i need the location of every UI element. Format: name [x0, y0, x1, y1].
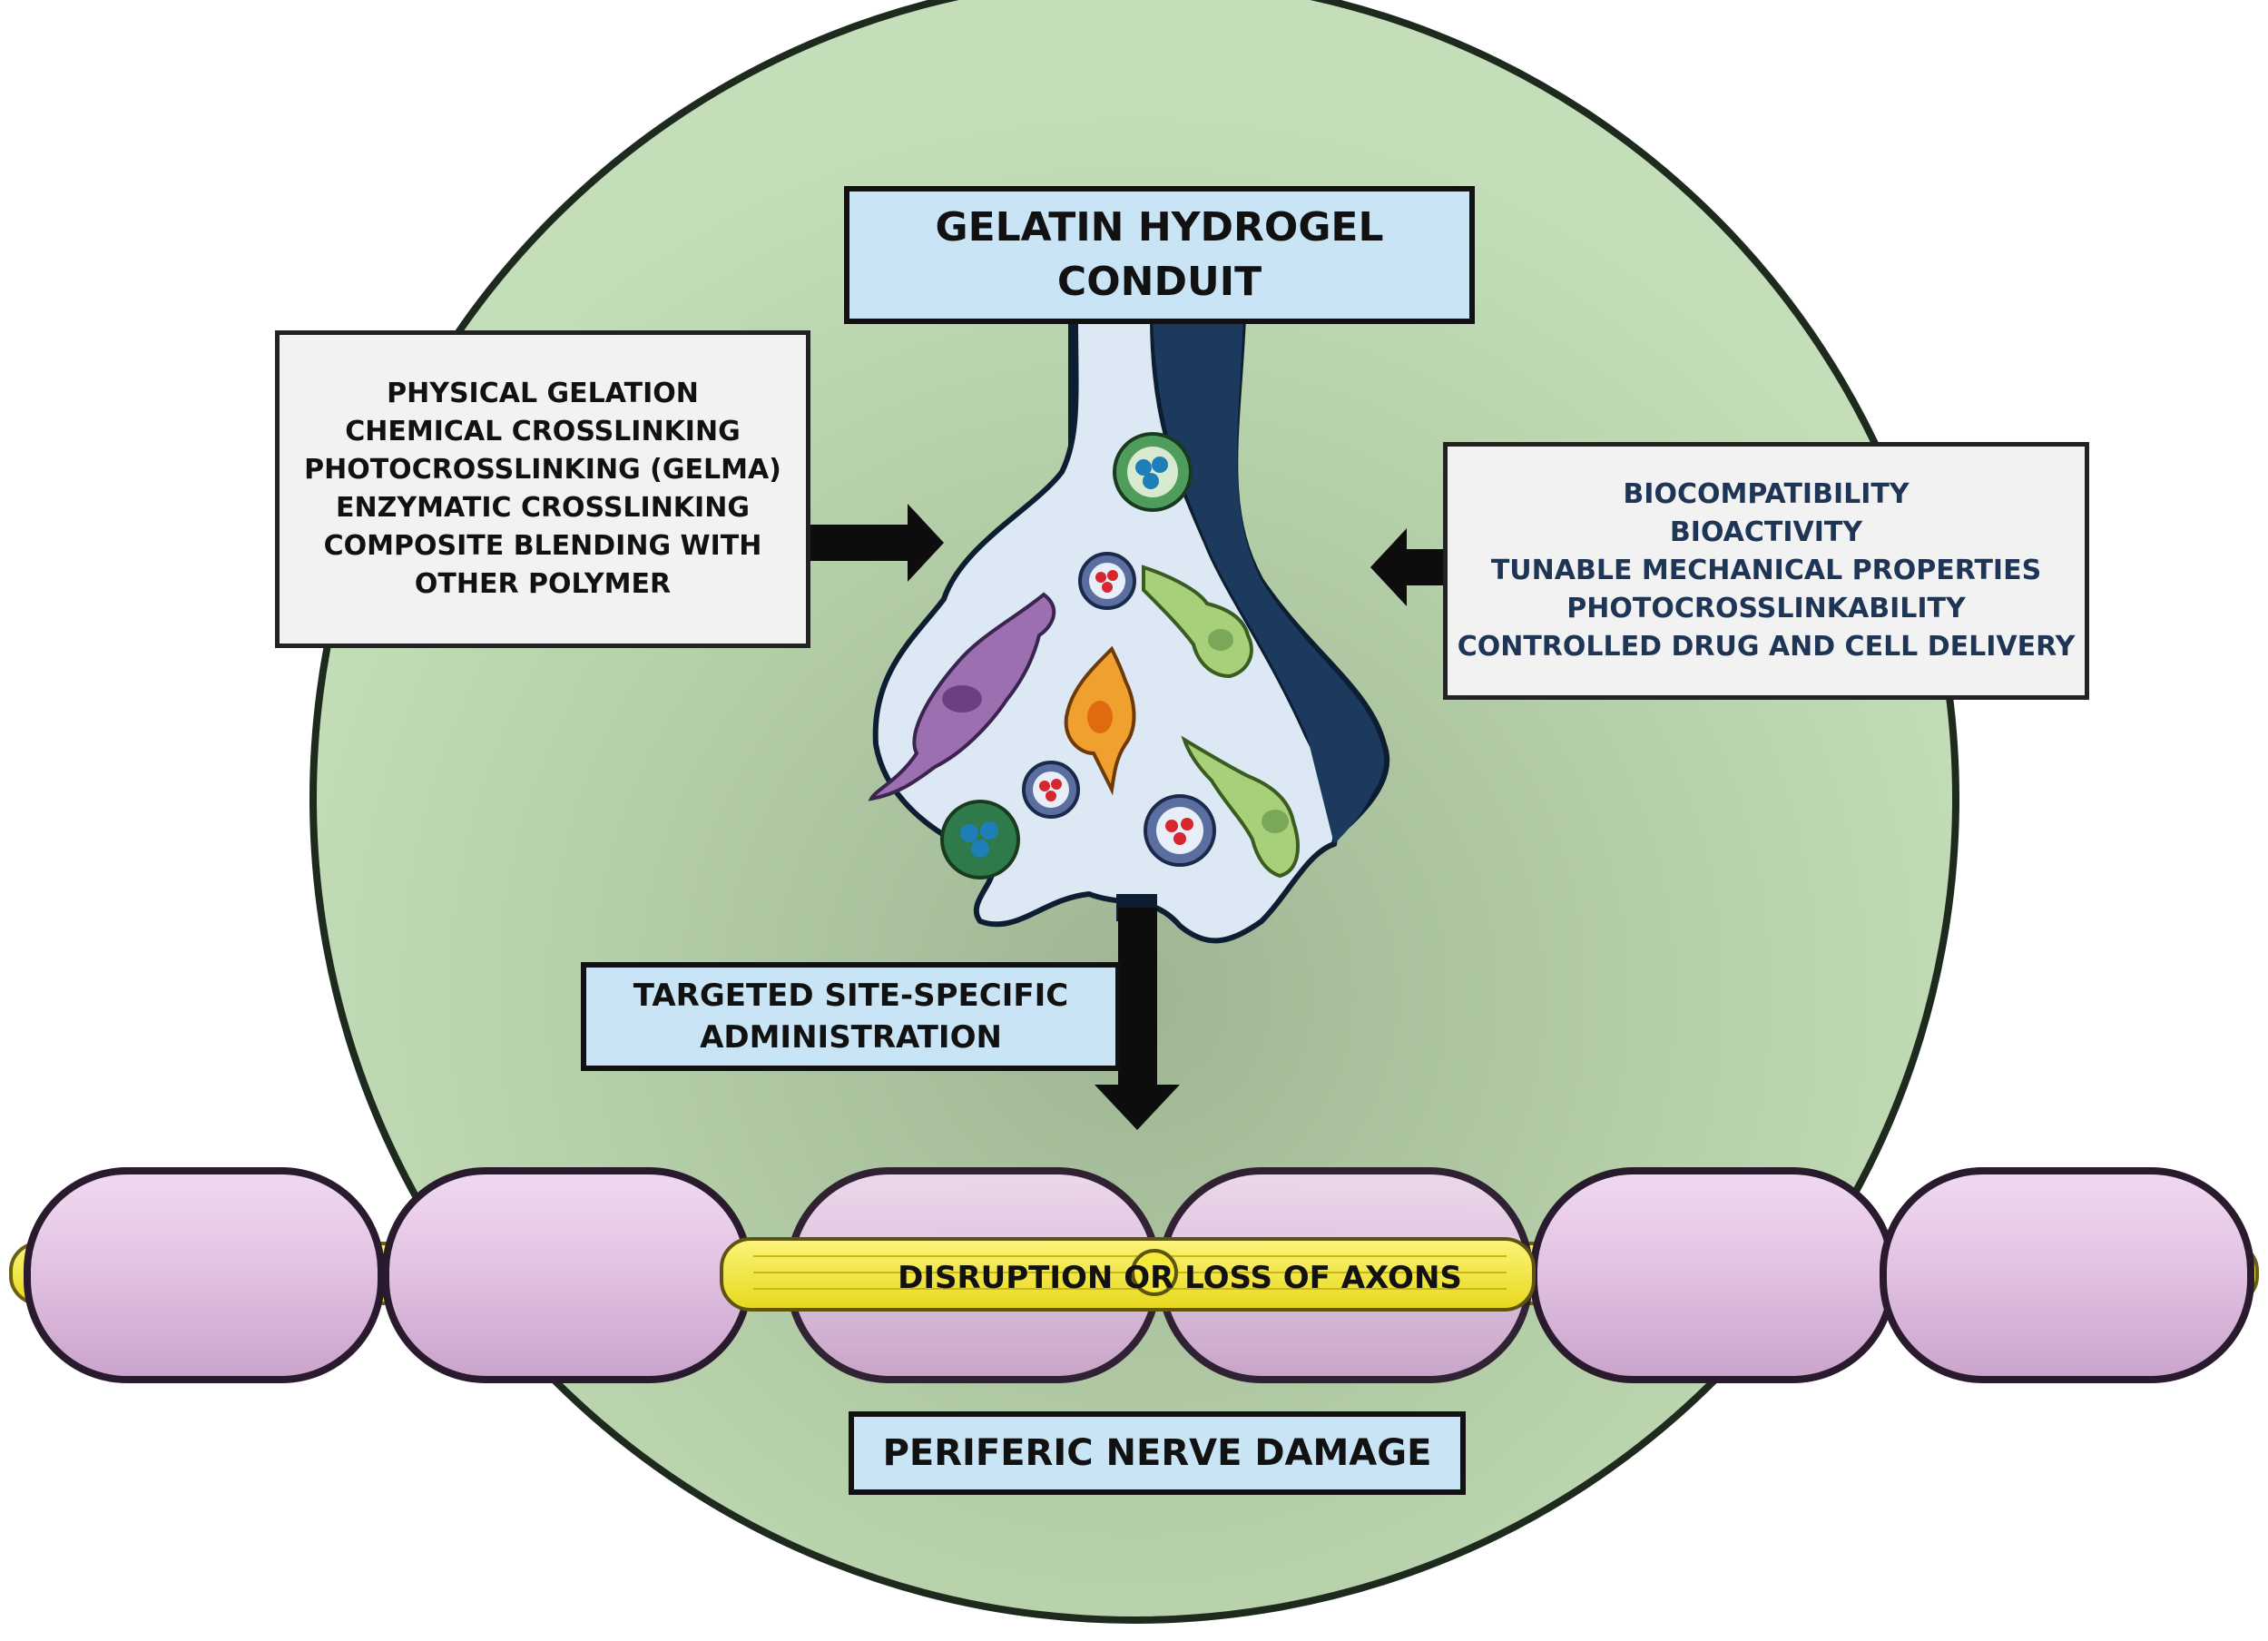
property-item: BIOCOMPATIBILITY [1623, 478, 1910, 510]
title-line-2: CONDUIT [1056, 259, 1262, 305]
red-bead [1095, 572, 1106, 583]
myelin-segment-6 [1880, 1167, 2254, 1383]
nerve-damage-box: PERIFERIC NERVE DAMAGE [849, 1411, 1466, 1495]
microsphere-core [1033, 771, 1069, 808]
administration-line-1: TARGETED SITE-SPECIFIC [633, 978, 1069, 1014]
blue-bead [1152, 457, 1168, 473]
green-cell-lower-nucleus [1262, 810, 1289, 833]
administration-line-2: ADMINISTRATION [700, 1019, 1002, 1056]
property-item: TUNABLE MECHANICAL PROPERTIES [1490, 555, 2042, 586]
microsphere-icon [1022, 552, 1216, 867]
red-bead [1173, 832, 1186, 845]
properties-box: BIOCOMPATIBILITY BIOACTIVITY TUNABLE MEC… [1443, 442, 2089, 700]
administration-box: TARGETED SITE-SPECIFIC ADMINISTRATION [581, 962, 1121, 1071]
property-item: CONTROLLED DRUG AND CELL DELIVERY [1457, 631, 2076, 663]
red-bead [1181, 818, 1193, 830]
myelin-segment-2 [382, 1167, 752, 1383]
myelin-segment-1 [24, 1167, 385, 1383]
arrow-properties-to-conduit [1370, 528, 1443, 606]
nerve-fiber-icon [9, 1167, 2259, 1383]
red-bead [1051, 779, 1062, 790]
method-item: PHOTOCROSSLINKING (GELMA) [304, 454, 781, 486]
method-item: PHYSICAL GELATION [387, 378, 699, 409]
green-vesicle-top-inner [1127, 447, 1178, 497]
crosslinking-methods-box: PHYSICAL GELATION CHEMICAL CROSSLINKING … [275, 330, 810, 648]
green-cell-lower [1181, 735, 1300, 879]
property-item: BIOACTIVITY [1669, 516, 1863, 548]
arrow-conduit-to-nerve [1095, 908, 1180, 1130]
property-item: PHOTOCROSSLINKABILITY [1566, 593, 1966, 624]
blue-bead [960, 824, 978, 842]
blue-bead [1135, 459, 1152, 476]
blue-bead [1143, 473, 1159, 489]
method-item: COMPOSITE BLENDING WITH [323, 530, 762, 562]
cell-icon [868, 432, 1300, 879]
purple-cell-nucleus [942, 685, 982, 712]
conduit-inner-shadow [1153, 318, 1381, 844]
axon-disruption-label: DISRUPTION OR LOSS OF AXONS [898, 1260, 1462, 1296]
arrow-icon [810, 504, 1443, 1130]
red-bead [1102, 582, 1113, 593]
node-of-ranvier [1131, 1249, 1178, 1296]
red-bead [1046, 791, 1056, 801]
title-line-1: GELATIN HYDROGEL [935, 204, 1384, 251]
orange-cell-nucleus [1087, 701, 1113, 733]
green-cell-upper-nucleus [1208, 629, 1233, 651]
method-item: CHEMICAL CROSSLINKING [345, 416, 741, 447]
arrow-methods-to-conduit [810, 504, 944, 582]
conduit-title-box: GELATIN HYDROGEL CONDUIT [844, 186, 1475, 324]
nerve-damage-label: PERIFERIC NERVE DAMAGE [882, 1432, 1432, 1474]
red-bead [1107, 570, 1118, 581]
microsphere-core [1156, 807, 1203, 854]
red-bead [1165, 820, 1178, 832]
microsphere-core [1089, 563, 1125, 599]
method-item: OTHER POLYMER [414, 568, 672, 600]
method-item: ENZYMATIC CROSSLINKING [336, 492, 750, 524]
red-bead [1039, 781, 1050, 791]
blue-bead [980, 821, 998, 840]
blue-bead [971, 840, 989, 858]
